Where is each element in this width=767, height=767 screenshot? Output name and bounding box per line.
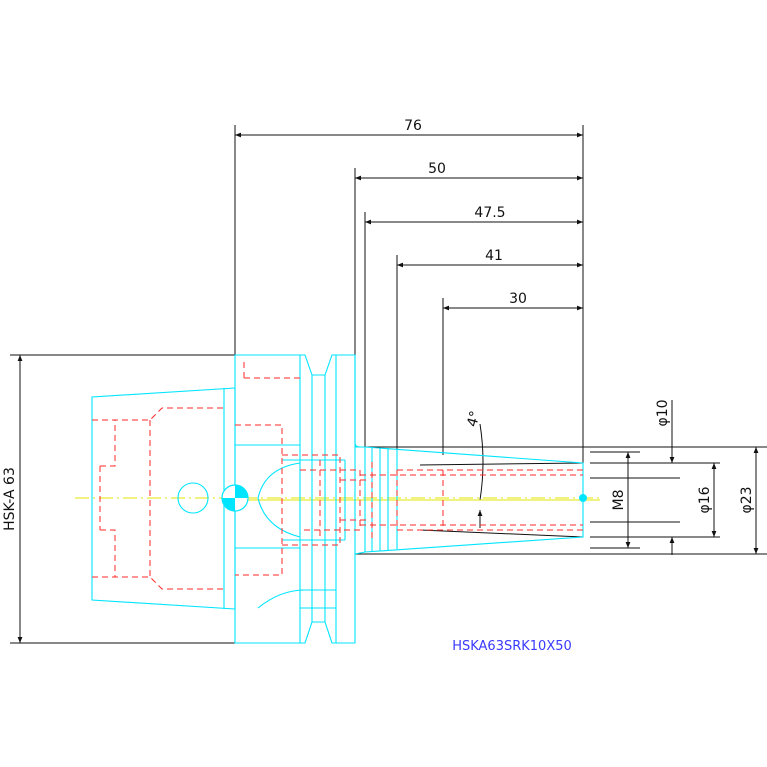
dim-label-76: 76 xyxy=(404,118,422,134)
hsk-label: HSK-A 63 xyxy=(2,467,18,531)
dia16-label: φ16 xyxy=(697,486,713,513)
coolant-hole xyxy=(177,482,209,514)
thread-label: M8 xyxy=(611,490,627,511)
holder-outline xyxy=(91,354,584,644)
dimension-lines xyxy=(10,125,767,644)
dim-label-30: 30 xyxy=(509,291,527,307)
hidden-lines xyxy=(92,360,583,590)
center-markers xyxy=(221,484,587,512)
dia10-label: φ10 xyxy=(655,399,671,426)
dia23-label: φ23 xyxy=(739,486,755,513)
dim-label-50: 50 xyxy=(428,161,446,177)
dim-label-47-5: 47.5 xyxy=(474,205,505,221)
dimension-labels: 76 50 47.5 41 30 HSK-A 63 M8 φ10 φ16 φ23… xyxy=(2,118,755,654)
model-code-label: HSKA63SRK10X50 xyxy=(452,639,572,654)
taper-angle-label: 4° xyxy=(464,409,484,429)
dim-label-41: 41 xyxy=(485,248,503,264)
center-line xyxy=(75,497,600,501)
